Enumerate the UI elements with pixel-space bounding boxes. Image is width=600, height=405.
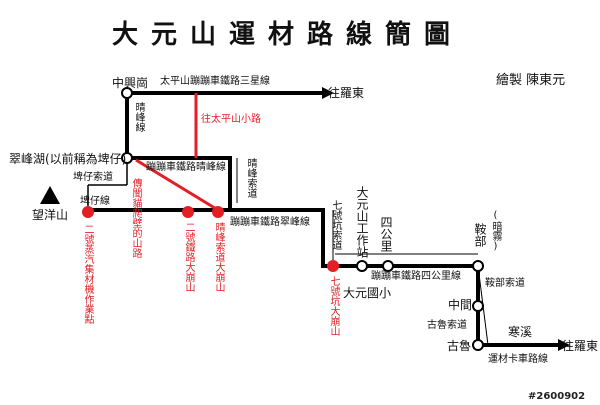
credit-label: 繪製 陳東元 [496, 73, 566, 88]
red-label-qihao-collapse: 七號坑大崩山 [328, 276, 339, 336]
red-point-qingfeng [212, 206, 224, 218]
label-dayuan-school: 大元國小 [343, 286, 392, 300]
label-gulu-cableway: 古魯索道 [427, 320, 467, 331]
station-cuifenghu [121, 152, 133, 164]
arrow-to-luodong-top [322, 87, 334, 99]
label-hanxi: 寒溪 [508, 325, 533, 339]
station-zhongxinggang [121, 87, 133, 99]
label-anbu: 鞍部 [473, 223, 487, 247]
red-point-qihao [327, 260, 339, 272]
station-sigongli [382, 260, 394, 272]
label-qingfeng-line: 晴峰線 [133, 102, 144, 132]
label-anbu-cableway: 鞍部索道 [485, 278, 525, 289]
label-bizai-line: 埤仔線 [80, 196, 110, 207]
label-wangyangshan: 望洋山 [32, 208, 69, 222]
station-gulu [472, 339, 484, 351]
red-label-erhao-rail: 二號鐵路大崩山 [183, 222, 194, 292]
label-bengbeng-cuifeng: 蹦蹦車鐵路翠峰線 [230, 217, 310, 228]
label-to-luodong-bottom: 往羅東 [562, 339, 599, 353]
arrow-to-luodong-bottom [558, 339, 570, 351]
label-dayuanshan-station: 大元山工作站 [355, 186, 369, 258]
red-label-slope: 傳聞貓爬壁的山路 [130, 178, 141, 258]
label-to-luodong-top: 往羅東 [328, 86, 365, 100]
label-to-taipingshan-road: 往太平山小路 [201, 114, 261, 125]
station-anbu [472, 260, 484, 272]
red-label-erhao-steam: 二號蒸汽集材機作業點 [82, 224, 93, 324]
red-point-steam [82, 206, 94, 218]
label-sigongli: 四公里 [379, 216, 393, 252]
label-zhongjian: 中間 [448, 298, 473, 312]
label-bengbeng-sigongli: 蹦蹦車鐵路四公里線 [371, 271, 461, 282]
label-qingfeng-cableway: 晴峰索道 [245, 158, 256, 198]
mountain-icon [40, 186, 60, 204]
watermark-id: #2600902 [528, 391, 586, 402]
red-label-qingfeng-collapse: 晴峰索道大崩山 [213, 222, 224, 292]
red-point-erhao [182, 206, 194, 218]
label-transport-line: 運材卡車路線 [488, 354, 548, 365]
station-zhongjian [472, 300, 484, 312]
label-bizai-cableway: 埤仔索道 [73, 172, 113, 183]
label-qihao-cableway: 七號坑索道 [330, 200, 341, 250]
label-taipingshan-line: 太平山蹦蹦車鐵路三星線 [160, 76, 270, 87]
label-zhongxinggang: 中興崗 [112, 76, 149, 90]
station-dayuan-school [356, 260, 368, 272]
page-title: 大元山運材路線簡圖 [112, 20, 464, 50]
label-gulu: 古魯 [447, 339, 472, 353]
label-anbu-note: (暗霧) [490, 210, 501, 252]
label-cuifenghu: 翠峰湖(以前稱為埤仔) [9, 152, 127, 166]
label-bengbeng-qingfeng: 蹦蹦車鐵路晴峰線 [146, 162, 226, 173]
cat-climb-path-red [135, 158, 219, 212]
